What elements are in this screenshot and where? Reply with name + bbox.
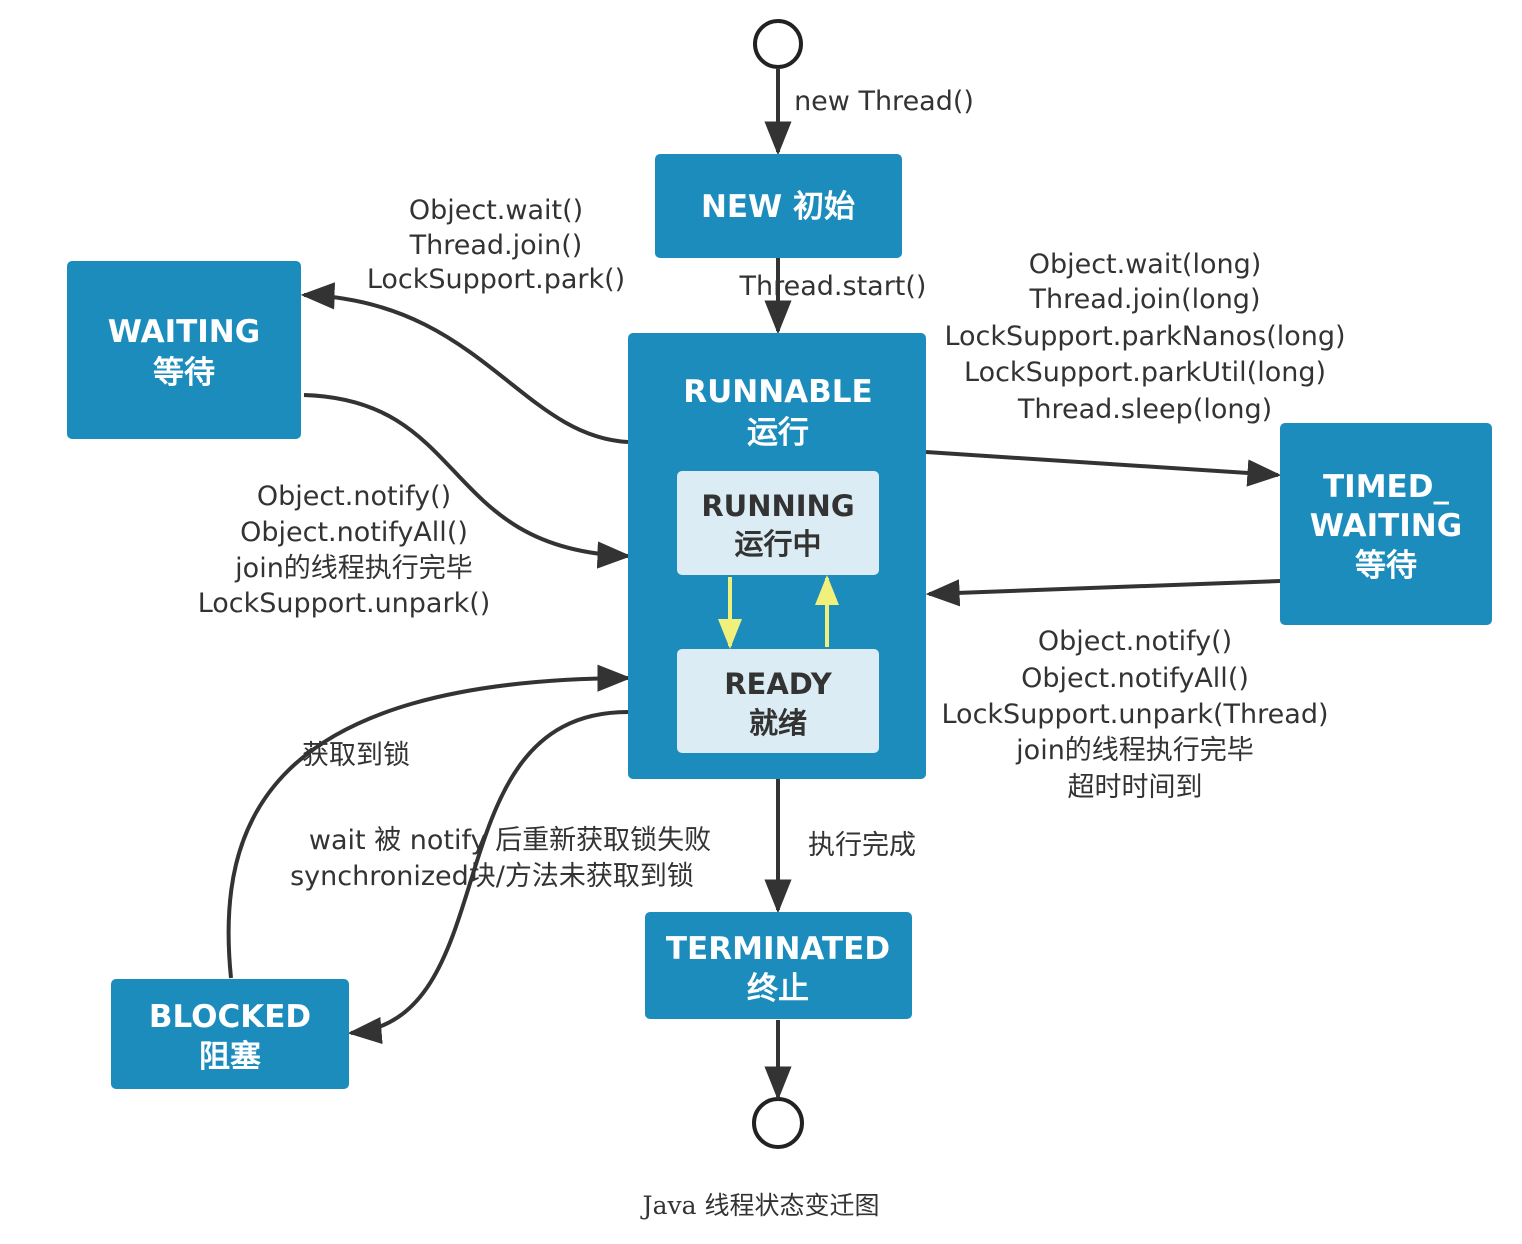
edge-to-blocked	[347, 710, 629, 1044]
state-timed-waiting	[1280, 423, 1492, 625]
label-to-timed-3: LockSupport.parkNanos(long)	[944, 321, 1345, 352]
label-to-waiting-3: LockSupport.park()	[367, 264, 625, 295]
label-from-timed-1: Object.notify()	[1038, 626, 1232, 657]
state-new-label: NEW 初始	[701, 189, 855, 225]
edge-from-blocked	[226, 664, 632, 979]
label-to-timed-4: LockSupport.parkUtil(long)	[964, 357, 1326, 388]
label-from-timed-5: 超时时间到	[1068, 772, 1203, 803]
label-to-timed-5: Thread.sleep(long)	[1017, 394, 1272, 425]
edge-from-timed-waiting	[925, 579, 1281, 607]
state-timed-waiting-sublabel: 等待	[1355, 548, 1417, 584]
state-waiting-sublabel: 等待	[153, 355, 215, 391]
state-running-sublabel: 运行中	[734, 527, 821, 561]
state-ready-label: READY	[724, 667, 833, 701]
edge-to-waiting	[300, 282, 629, 444]
label-from-timed-3: LockSupport.unpark(Thread)	[941, 699, 1328, 730]
state-running	[677, 471, 879, 575]
state-running-label: RUNNING	[701, 489, 854, 523]
edge-from-waiting	[303, 393, 632, 569]
label-to-waiting-1: Object.wait()	[409, 195, 583, 226]
label-from-waiting-3: join的线程执行完毕	[234, 553, 473, 584]
label-new-thread: new Thread()	[794, 86, 974, 117]
state-ready-sublabel: 就绪	[749, 706, 807, 740]
state-terminated-label: TERMINATED	[666, 931, 890, 967]
label-to-blocked-2: synchronized块/方法未获取到锁	[290, 861, 694, 892]
edge-to-timed-waiting	[925, 450, 1282, 487]
state-timed-waiting-label-1: TIMED_	[1323, 469, 1449, 505]
state-runnable-label: RUNNABLE	[683, 374, 872, 410]
state-timed-waiting-label-2: WAITING	[1310, 508, 1462, 544]
label-from-timed-4: join的线程执行完毕	[1015, 735, 1254, 766]
label-from-timed-2: Object.notifyAll()	[1021, 663, 1249, 694]
start-node	[753, 19, 803, 69]
label-from-blocked: 获取到锁	[302, 740, 410, 771]
state-runnable-sublabel: 运行	[747, 415, 809, 451]
label-thread-start: Thread.start()	[739, 271, 927, 302]
label-to-timed-2: Thread.join(long)	[1029, 284, 1261, 315]
state-blocked-label: BLOCKED	[149, 999, 311, 1035]
label-to-timed-1: Object.wait(long)	[1029, 249, 1262, 280]
label-from-waiting-1: Object.notify()	[257, 481, 451, 512]
state-terminated	[645, 912, 912, 1019]
label-from-waiting-2: Object.notifyAll()	[240, 517, 468, 548]
label-to-blocked-1: wait 被 notify 后重新获取锁失败	[309, 825, 711, 856]
state-waiting	[67, 261, 301, 439]
state-blocked	[111, 979, 349, 1089]
thread-state-diagram: NEW 初始 RUNNABLE 运行 RUNNING 运行中 READY 就绪 …	[67, 19, 1492, 1149]
state-new	[655, 154, 902, 258]
label-to-waiting-2: Thread.join()	[409, 230, 583, 261]
label-from-waiting-4: LockSupport.unpark()	[198, 588, 491, 619]
figure-caption: Java 线程状态变迁图	[642, 1191, 880, 1220]
state-ready	[677, 649, 879, 753]
label-finish: 执行完成	[808, 830, 916, 861]
state-terminated-sublabel: 终止	[747, 971, 809, 1007]
state-blocked-sublabel: 阻塞	[199, 1039, 261, 1075]
state-waiting-label: WAITING	[108, 314, 260, 350]
end-node	[752, 1097, 804, 1149]
